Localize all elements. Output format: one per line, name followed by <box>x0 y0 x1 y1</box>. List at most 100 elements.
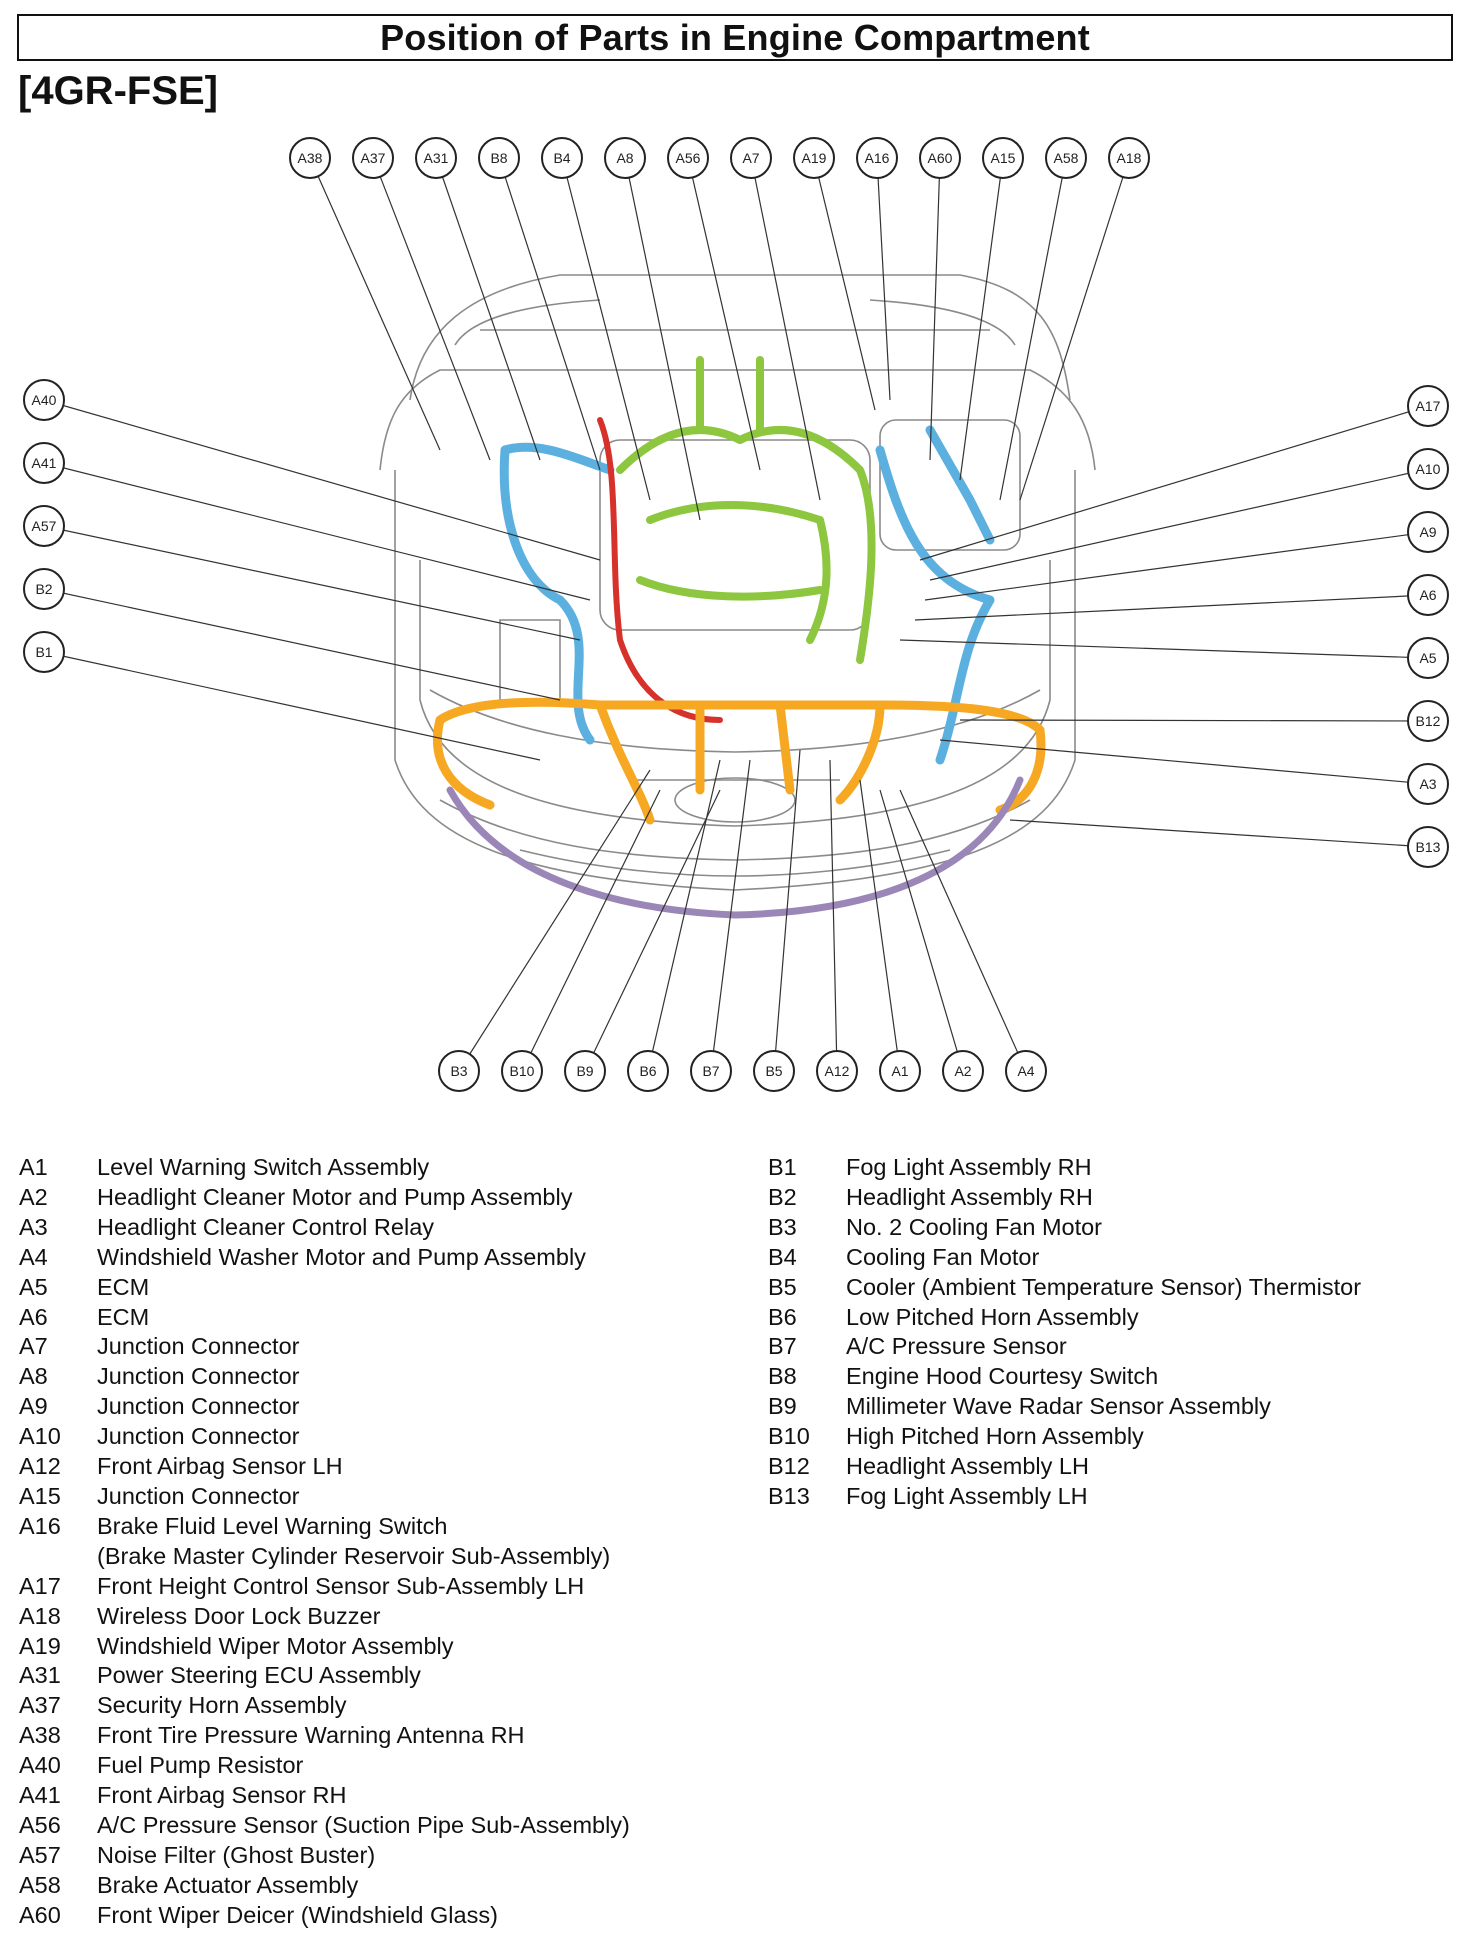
callout-a17: A17 <box>1407 385 1449 427</box>
callout-label: A18 <box>1117 150 1142 166</box>
leader-line <box>43 525 581 641</box>
callout-circle <box>23 568 65 610</box>
callout-b4: B4 <box>541 137 583 179</box>
legend-code: B5 <box>768 1273 797 1300</box>
callout-label: B2 <box>35 581 52 597</box>
callout-circle <box>478 137 520 179</box>
callout-a56: A56 <box>667 137 709 179</box>
legend-code: A15 <box>19 1482 61 1509</box>
legend-code: A6 <box>19 1303 48 1330</box>
callout-label: B3 <box>450 1063 467 1079</box>
leader-line <box>999 157 1067 501</box>
legend-code: A4 <box>19 1243 48 1270</box>
callout-b13: B13 <box>1407 826 1449 868</box>
callout-a16: A16 <box>856 137 898 179</box>
legend-code: A7 <box>19 1333 48 1360</box>
callout-circle <box>816 1050 858 1092</box>
callout-a60: A60 <box>919 137 961 179</box>
callout-label: B12 <box>1416 713 1441 729</box>
leader-line <box>939 739 1429 785</box>
bumper-harness-purple <box>446 776 1024 919</box>
legend-part-name: A/C Pressure Sensor <box>846 1333 1067 1360</box>
callout-circle <box>942 1050 984 1092</box>
leader-line <box>43 588 561 701</box>
leader-line <box>959 719 1429 722</box>
callout-circle <box>1407 637 1449 679</box>
callout-b8: B8 <box>478 137 520 179</box>
callout-label: A7 <box>742 150 759 166</box>
leader-line <box>1009 819 1429 848</box>
legend-part-name: Level Warning Switch Assembly <box>97 1154 430 1180</box>
legend-code: B6 <box>768 1303 797 1330</box>
legend-part-name: Brake Actuator Assembly <box>97 1871 359 1898</box>
legend-code: A19 <box>19 1632 61 1659</box>
callout-label: A6 <box>1419 587 1436 603</box>
callout-a3: A3 <box>1407 763 1449 805</box>
legend-code: A41 <box>19 1782 61 1809</box>
callout-a4: A4 <box>1005 1050 1047 1092</box>
callout-circle <box>1407 700 1449 742</box>
page-title: Position of Parts in Engine Compartment <box>17 14 1453 61</box>
callout-label: B7 <box>702 1063 719 1079</box>
leader-line <box>43 462 591 601</box>
legend-part-name: Low Pitched Horn Assembly <box>846 1303 1139 1330</box>
leader-line <box>929 157 941 461</box>
callout-circle <box>438 1050 480 1092</box>
leader-line <box>813 157 876 411</box>
callout-label: B9 <box>576 1063 593 1079</box>
leader-line <box>647 759 721 1072</box>
callout-a37: A37 <box>352 137 394 179</box>
callout-circle <box>604 137 646 179</box>
callout-circle <box>289 137 331 179</box>
callout-a5: A5 <box>1407 637 1449 679</box>
legend-code: A37 <box>19 1692 61 1719</box>
callout-label: A2 <box>954 1063 971 1079</box>
callout-a7: A7 <box>730 137 772 179</box>
legend-code: B8 <box>768 1363 797 1390</box>
leader-line <box>1019 157 1130 501</box>
leader-line <box>521 789 661 1072</box>
legend-part-name: Wireless Door Lock Buzzer <box>97 1602 381 1629</box>
callout-circle <box>541 137 583 179</box>
callout-label: A9 <box>1419 524 1436 540</box>
callout-label: A4 <box>1017 1063 1034 1079</box>
callout-label: A58 <box>1054 150 1079 166</box>
leader-line <box>750 157 821 501</box>
callout-a18: A18 <box>1108 137 1150 179</box>
legend-code: B3 <box>768 1213 797 1240</box>
legend-code: A31 <box>19 1662 61 1689</box>
callout-a6: A6 <box>1407 574 1449 616</box>
callout-a41: A41 <box>23 442 65 484</box>
leader-line <box>43 399 601 561</box>
callout-b1: B1 <box>23 631 65 673</box>
leader-line <box>959 157 1004 481</box>
callout-label: A60 <box>928 150 953 166</box>
callout-circle <box>23 631 65 673</box>
callout-leader-lines <box>43 157 1429 1072</box>
legend-code: B1 <box>768 1154 797 1180</box>
callout-a58: A58 <box>1045 137 1087 179</box>
callout-circle <box>1407 511 1449 553</box>
callout-b6: B6 <box>627 1050 669 1092</box>
legend-code: A58 <box>19 1871 61 1898</box>
page-title-text: Position of Parts in Engine Compartment <box>380 16 1090 58</box>
callout-a8: A8 <box>604 137 646 179</box>
callout-a9: A9 <box>1407 511 1449 553</box>
leader-line <box>584 789 721 1072</box>
callout-a31: A31 <box>415 137 457 179</box>
legend-code: A9 <box>19 1393 48 1420</box>
legend-part-name: Headlight Cleaner Control Relay <box>97 1213 435 1240</box>
